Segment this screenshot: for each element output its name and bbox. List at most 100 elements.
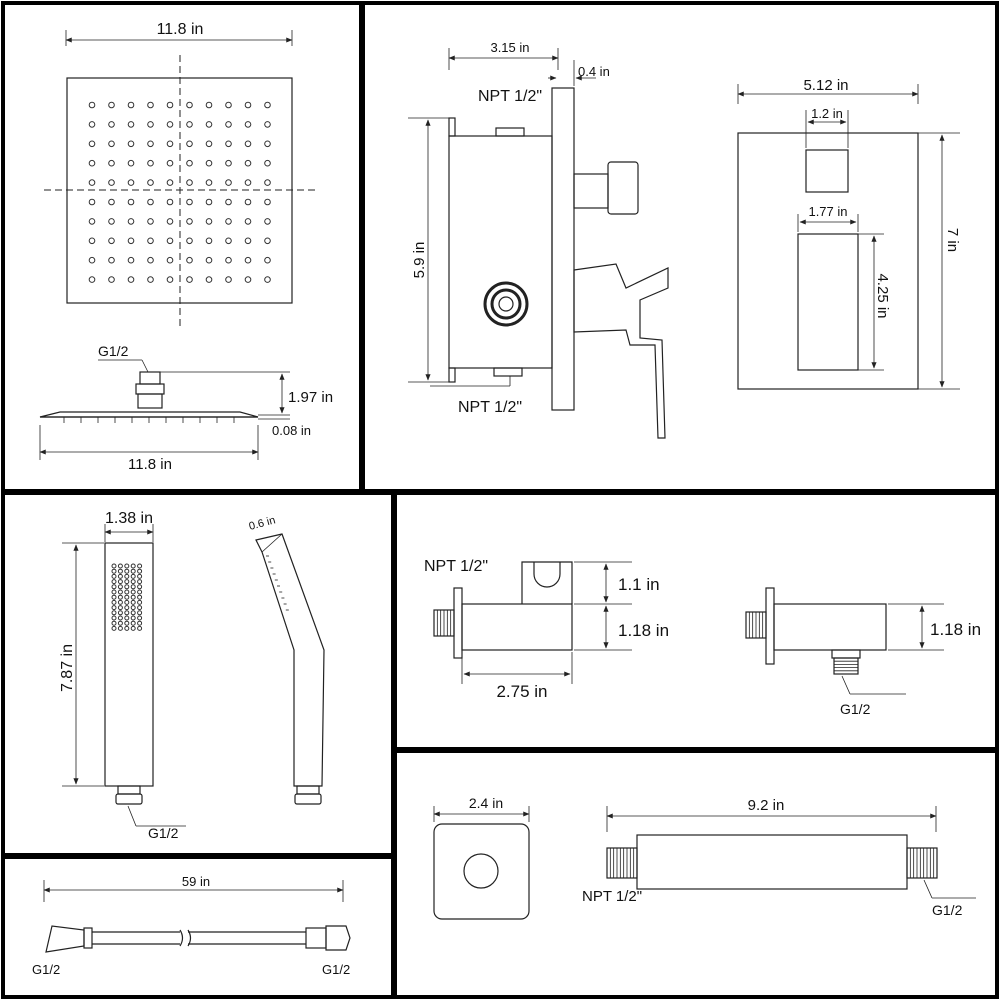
spray-hole [264,101,271,109]
spray-hole [127,198,135,206]
spray-hole [264,198,271,206]
hand-spray-hole [137,594,143,600]
hand-spray-hole [137,615,143,621]
spray-hole [166,198,174,206]
spray-hole [88,121,96,128]
spray-hole [127,179,135,186]
shower-arm: 9.2 in NPT 1/2" G1/2 [582,797,976,918]
spray-hole [205,101,213,109]
hand-spray-hole [111,568,117,574]
rain-head-side-width-label: 11.8 in [128,456,172,473]
shower-arm-outlet-label: G1/2 [932,902,963,918]
trim-plate-front-view: 5.12 in 1.2 in 1.77 in 4.25 in 7 in [737,77,961,390]
supply-elbow: 1.18 in G1/2 [745,587,981,717]
hand-spray-hole [117,563,123,569]
hand-spray-hole [137,589,143,595]
holder-elbow-inlet-label: NPT 1/2" [424,558,488,575]
valve-inlet-top-label: NPT 1/2" [478,88,542,105]
hose-length-label: 59 in [182,874,210,889]
spray-hole [264,159,271,167]
spray-hole [88,198,96,206]
spray-hole [127,276,135,283]
spray-hole [244,237,252,245]
spray-hole [88,101,96,109]
hand-spray-hole [137,584,143,590]
flange-width-label: 2.4 in [469,795,503,811]
spray-hole [108,198,115,206]
spray-hole [205,179,213,186]
hand-spray-hole [137,563,143,569]
spray-hole [88,256,96,264]
shower-arm-length-label: 9.2 in [748,797,785,814]
shower-hose: 59 in G1/2 G1/2 [32,874,351,977]
spray-hole [205,159,213,167]
spray-hole [108,140,115,148]
spray-hole [88,140,96,148]
hand-spray-hole [111,610,117,616]
spray-hole [108,101,115,109]
hand-spray-hole [137,568,143,574]
spray-hole [88,159,96,167]
spray-hole [205,256,213,264]
valve-outlet-bottom-label: NPT 1/2" [458,399,522,416]
spray-hole [244,140,252,148]
hand-spray-hole [130,594,136,600]
hand-shower-length-label: 7.87 in [59,644,76,692]
spray-hole [147,198,154,206]
spray-hole [108,237,115,245]
trim-handle-height-label: 4.25 in [874,273,891,318]
hand-spray-hole [111,599,117,605]
spray-hole [147,276,154,283]
hand-spray-hole [111,625,117,631]
hand-spray-hole [111,589,117,595]
spray-hole [186,218,193,225]
spray-hole [108,276,115,283]
spray-hole [166,159,174,167]
valve-plate-label: 0.4 in [578,64,610,79]
rain-head-connector-label: G1/2 [98,343,129,359]
supply-elbow-thread [748,612,764,638]
hand-spray-hole [124,573,130,579]
hand-spray-hole [111,573,117,579]
spray-hole [147,159,154,167]
holder-elbow-thread [436,610,452,636]
spray-hole [244,101,252,109]
spray-hole [127,101,135,109]
hand-spray-hole [130,625,136,631]
spray-hole [264,140,271,148]
hand-spray-hole [117,620,123,626]
hand-spray-hole [124,584,130,590]
valve-side-view: 3.15 in 0.4 in NPT 1/2" 5.9 in NPT 1/2" [408,40,669,439]
spray-hole [147,237,154,245]
holder-elbow-body-height-label: 1.18 in [618,621,669,640]
shower-arm-inlet-label: NPT 1/2" [582,888,642,905]
spray-hole [264,256,271,264]
spray-hole [225,276,232,283]
hand-spray-hole [124,605,130,611]
trim-width-label: 5.12 in [803,77,848,94]
spray-nozzles [63,417,235,423]
spray-hole [186,159,193,167]
spray-hole [166,237,174,245]
hand-spray-hole [111,563,117,569]
trim-handle-width-label: 1.77 in [808,204,847,219]
spray-hole [225,121,232,128]
spray-hole [147,101,154,109]
spray-hole [166,179,174,186]
hand-spray-hole [137,579,143,585]
spray-hole [244,198,252,206]
spray-hole [186,256,193,264]
spray-hole [225,140,232,148]
hand-spray-hole [124,620,130,626]
spray-hole [147,179,154,186]
spray-hole [205,276,213,283]
spray-hole [127,237,135,245]
spray-hole [166,140,174,148]
hand-spray-hole [111,594,117,600]
hand-spray-hole [111,615,117,621]
hand-spray-hole [124,579,130,585]
spray-hole [244,218,252,225]
hand-spray-hole [117,589,123,595]
hand-spray-hole [124,599,130,605]
